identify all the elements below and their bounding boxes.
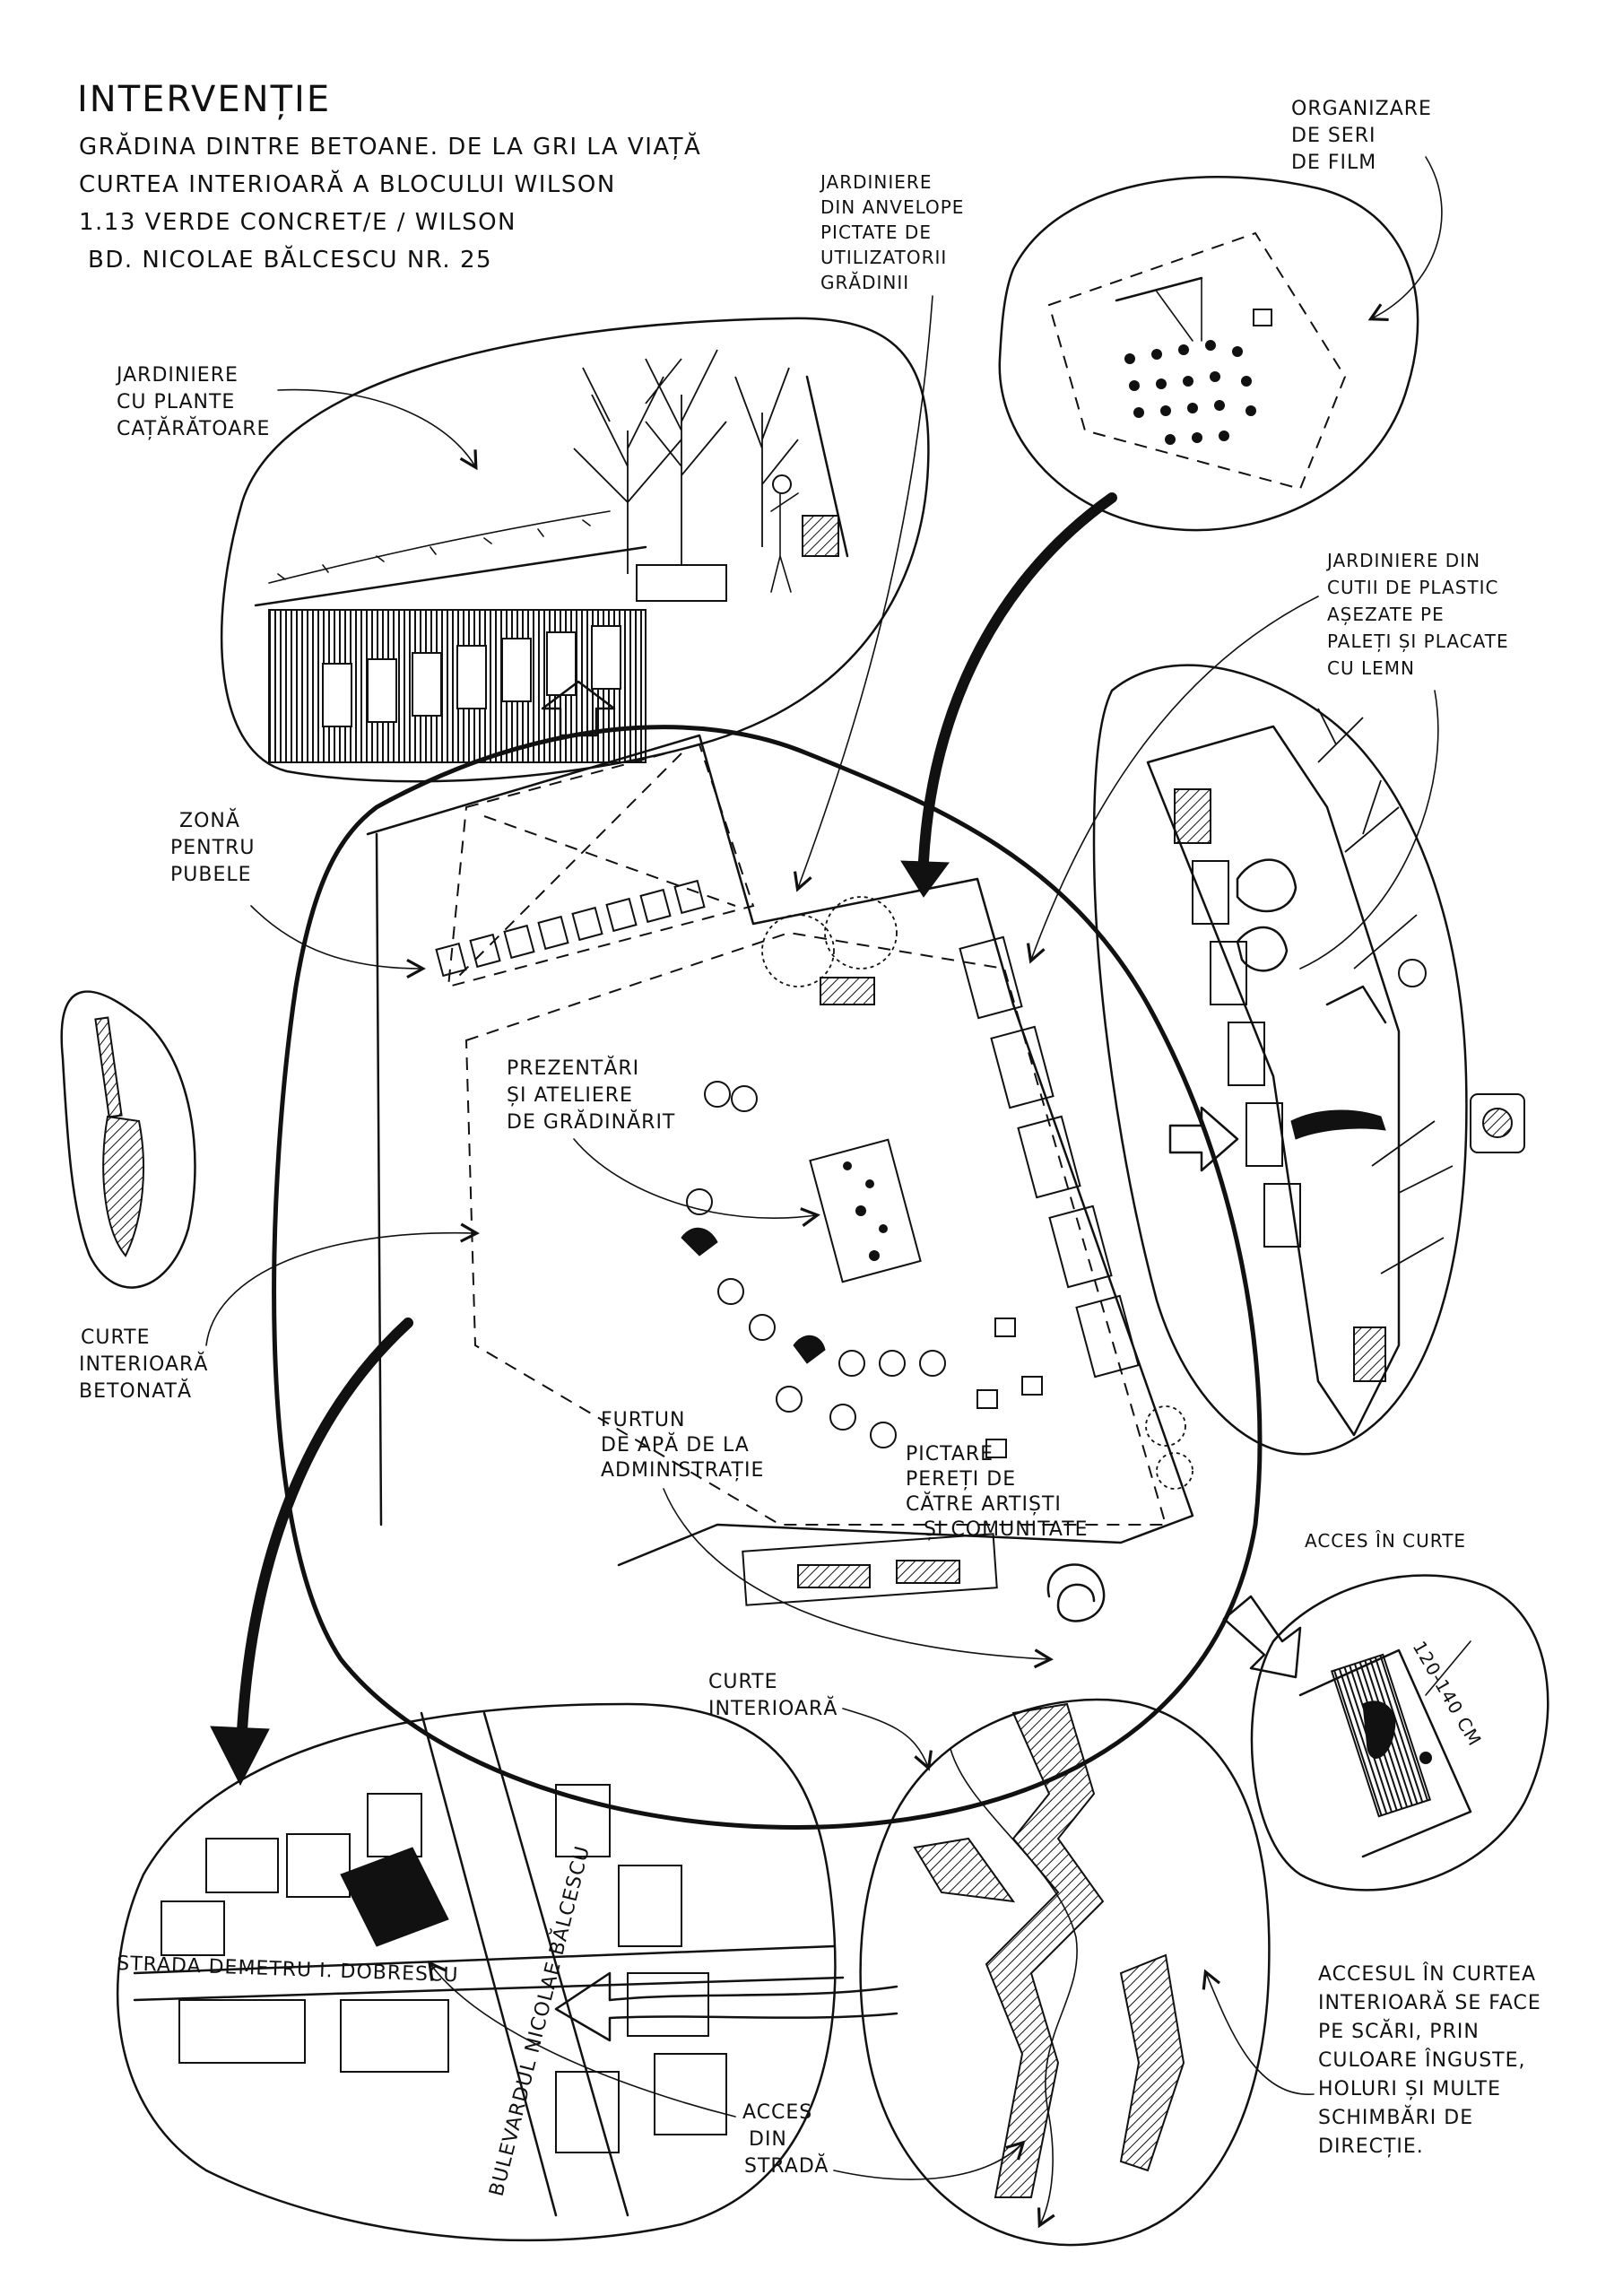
label-street-dobrescu: STRADA DEMETRU I. DOBRESCU bbox=[117, 1952, 459, 1987]
label-bins-2: PENTRU bbox=[170, 837, 255, 859]
label-film-2: DE SERI bbox=[1291, 125, 1376, 147]
annotation-access-description: ACCESUL ÎN CURTEA INTERIOARĂ SE FACE PE … bbox=[1202, 1962, 1541, 2158]
label-tires-3: PICTATE DE bbox=[820, 222, 932, 243]
label-street-access-1: ACCES bbox=[742, 2101, 812, 2124]
title-block: INTERVENȚIE GRĂDINA DINTRE BETOANE. DE L… bbox=[77, 79, 701, 274]
label-boxes-5: CU LEMN bbox=[1327, 657, 1415, 679]
label-pres-3: DE GRĂDINĂRIT bbox=[507, 1109, 675, 1134]
title-main: INTERVENȚIE bbox=[77, 79, 331, 120]
label-climbing-2: CU PLANTE bbox=[117, 391, 235, 413]
label-access-desc-1: ACCESUL ÎN CURTEA bbox=[1318, 1962, 1536, 1986]
label-street-access-3: STRADĂ bbox=[744, 2153, 829, 2178]
title-line-1: GRĂDINA DINTRE BETOANE. DE LA GRI LA VIA… bbox=[79, 131, 701, 161]
label-pres-1: PREZENTĂRI bbox=[507, 1056, 639, 1080]
label-hose-2: DE APĂ DE LA bbox=[601, 1432, 750, 1457]
label-yard-3: BETONATĂ bbox=[79, 1378, 192, 1403]
label-yard-1: CURTE bbox=[81, 1326, 151, 1349]
label-paint-1: PICTARE bbox=[906, 1443, 994, 1465]
bubble-climbing-planters: JARDINIERE CU PLANTE CAȚĂRĂTOARE bbox=[115, 317, 930, 783]
label-access-desc-4: CULOARE ÎNGUSTE, bbox=[1318, 2048, 1526, 2072]
bubble-box-planters: JARDINIERE DIN CUTII DE PLASTIC AȘEZATE … bbox=[1026, 550, 1525, 1456]
title-line-4: BD. NICOLAE BĂLCESCU NR. 25 bbox=[88, 244, 492, 274]
label-access-desc-5: HOLURI ȘI MULTE bbox=[1318, 2078, 1501, 2100]
label-pres-2: ȘI ATELIERE bbox=[507, 1084, 633, 1107]
label-access-desc-7: DIRECȚIE. bbox=[1318, 2135, 1424, 2158]
bubble-film-nights: ORGANIZARE DE SERI DE FILM bbox=[998, 98, 1443, 532]
title-line-2: CURTEA INTERIOARĂ A BLOCULUI WILSON bbox=[79, 169, 616, 198]
bubble-circulation: CURTE INTERIOARĂ bbox=[708, 1671, 1271, 2247]
label-yard-2: INTERIOARĂ bbox=[79, 1352, 208, 1376]
label-film-1: ORGANIZARE bbox=[1291, 98, 1432, 120]
label-climbing-3: CAȚĂRĂTOARE bbox=[117, 416, 270, 440]
central-courtyard-plan: PREZENTĂRI ȘI ATELIERE DE GRĂDINĂRIT FUR… bbox=[272, 725, 1302, 1830]
label-film-3: DE FILM bbox=[1291, 152, 1376, 174]
bubble-trowel bbox=[60, 990, 196, 1289]
label-paint-2: PEREȚI DE bbox=[906, 1468, 1016, 1491]
bubble-access-detail: ACCES ÎN CURTE 120-140 CM bbox=[1250, 1530, 1549, 1892]
label-boxes-1: JARDINIERE DIN bbox=[1325, 550, 1480, 571]
annotation-bins-zone: ZONĂ PENTRU PUBELE bbox=[170, 808, 426, 979]
label-paint-4: ȘI COMUNITATE bbox=[924, 1518, 1089, 1541]
label-bins-1: ZONĂ bbox=[179, 808, 240, 832]
label-tires-1: JARDINIERE bbox=[819, 171, 932, 193]
label-access-desc-2: INTERIOARĂ SE FACE bbox=[1318, 1990, 1541, 2014]
label-climbing-1: JARDINIERE bbox=[115, 364, 239, 387]
label-inner-yard-2: INTERIOARĂ bbox=[708, 1696, 838, 1720]
label-width: 120-140 CM bbox=[1409, 1638, 1486, 1751]
label-paint-3: CĂTRE ARTIȘTI bbox=[906, 1492, 1062, 1516]
annotation-street-access: ACCES DIN STRADĂ bbox=[428, 1961, 1026, 2180]
label-access-desc-6: SCHIMBĂRI DE bbox=[1318, 2105, 1473, 2129]
label-boxes-4: PALEȚI ȘI PLACATE bbox=[1327, 631, 1509, 652]
annotation-concrete-yard: CURTE INTERIOARĂ BETONATĂ bbox=[79, 1222, 480, 1403]
label-inner-yard-1: CURTE bbox=[708, 1671, 778, 1693]
label-access-yard: ACCES ÎN CURTE bbox=[1305, 1530, 1466, 1552]
label-boxes-3: AȘEZATE PE bbox=[1327, 604, 1445, 625]
title-line-3: 1.13 VERDE CONCRET/E / WILSON bbox=[79, 209, 516, 236]
label-hose-3: ADMINISTRAȚIE bbox=[601, 1459, 764, 1482]
label-street-access-2: DIN bbox=[749, 2128, 787, 2151]
label-boxes-2: CUTII DE PLASTIC bbox=[1327, 577, 1499, 598]
label-access-desc-3: PE SCĂRI, PRIN bbox=[1318, 2019, 1480, 2043]
label-hose-1: FURTUN bbox=[601, 1409, 685, 1431]
bold-arrows bbox=[210, 492, 1117, 1787]
annotation-tire-planters: JARDINIERE DIN ANVELOPE PICTATE DE UTILI… bbox=[793, 171, 964, 892]
label-tires-2: DIN ANVELOPE bbox=[820, 196, 964, 218]
label-bins-3: PUBELE bbox=[170, 864, 252, 886]
label-tires-4: UTILIZATORII bbox=[820, 247, 947, 268]
label-tires-5: GRĂDINII bbox=[820, 272, 909, 293]
